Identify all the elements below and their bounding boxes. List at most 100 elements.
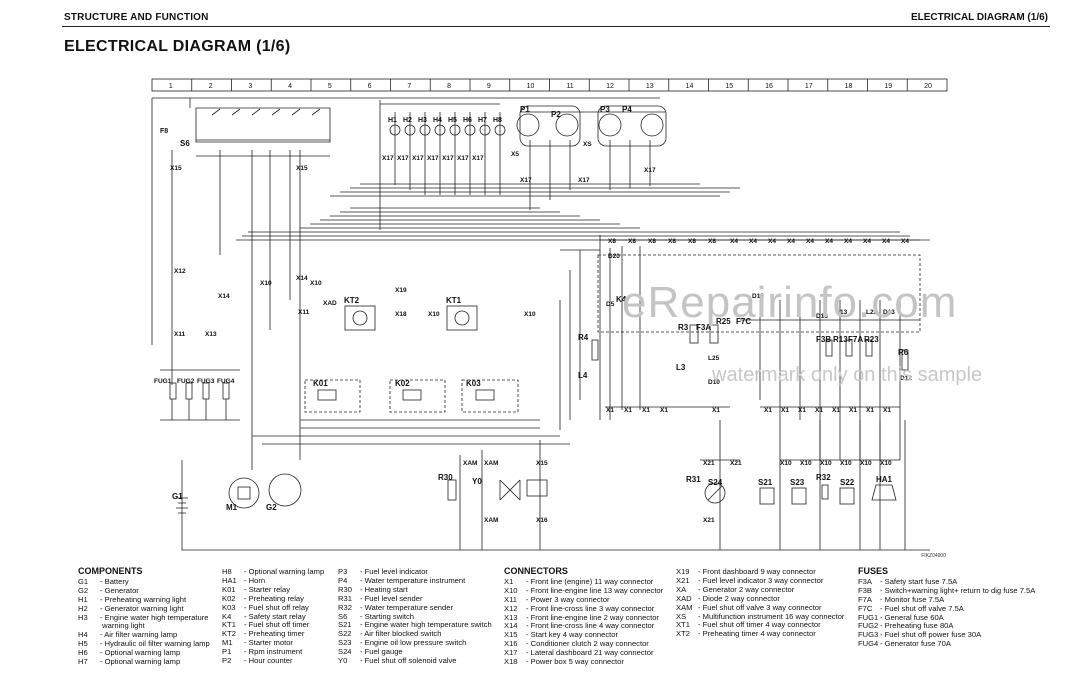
- component-code: M1: [222, 638, 233, 648]
- label-fug2: FUG2: [177, 378, 195, 385]
- connector-code: X12: [504, 603, 518, 613]
- label-k01: K01: [313, 379, 328, 388]
- label-xam-c: XAM: [484, 517, 498, 524]
- component-entry: H6- Optional warning lamp: [78, 648, 210, 658]
- label-p4: P4: [622, 105, 632, 114]
- label-r6: R6: [898, 348, 909, 357]
- connector-entry: X18- Power box 5 way connector: [504, 657, 663, 667]
- label-k02: K02: [395, 379, 410, 388]
- fuse-code: F3A: [858, 576, 872, 586]
- component-code: K01: [222, 584, 236, 594]
- label-x1: X1: [883, 407, 891, 414]
- connector-code: X17: [504, 648, 518, 658]
- component-code: S22: [338, 629, 352, 639]
- component-entry: P2- Hour counter: [222, 656, 324, 666]
- connector-description: - Fuel shut off valve 3 way connector: [698, 602, 822, 612]
- component-description: - Hydraulic oil filter warning lamp: [100, 639, 210, 649]
- label-x4: X4: [768, 238, 776, 245]
- label-x13: X13: [205, 331, 217, 338]
- fuse-code: FUG2: [858, 621, 879, 631]
- component-code: K03: [222, 602, 236, 612]
- component-description: - Engine water high temperature switch: [360, 620, 492, 630]
- fuse-entry: FUG3- Fuel shut off power fuse 30A: [858, 630, 1035, 640]
- label-x17: X17: [472, 155, 484, 162]
- label-x10: X10: [820, 460, 832, 467]
- label-fug4: FUG4: [217, 378, 235, 385]
- connector-code: XS: [676, 611, 687, 621]
- connector-code: XA: [676, 584, 687, 594]
- component-entry: H8- Optional warning lamp: [222, 567, 324, 577]
- component-description: - Water temperature sender: [360, 602, 453, 612]
- component-description: - Battery: [100, 576, 129, 586]
- grid-number: 20: [924, 83, 932, 90]
- label-r13: R13: [833, 335, 848, 344]
- component-entry: S23- Engine oil low pressure switch: [338, 638, 492, 648]
- connector-entry: XA- Generator 2 way connector: [676, 584, 844, 595]
- label-x8: X8: [668, 238, 676, 245]
- label-x10-c: X10: [428, 311, 440, 318]
- label-d13: D13: [883, 309, 895, 316]
- component-entry: P1- Rpm instrument: [222, 647, 324, 657]
- label-x17-a: X17: [520, 177, 532, 184]
- component-entry: H5- Hydraulic oil filter warning lamp: [78, 639, 210, 649]
- label-x14-mid: X14: [296, 275, 308, 282]
- label-x16: X16: [536, 517, 548, 524]
- label-x10: X10: [880, 460, 892, 467]
- label-h7: H7: [478, 117, 487, 124]
- connector-entry: X1- Front line (engine) 11 way connector: [504, 576, 663, 587]
- grid-number: 4: [288, 83, 292, 90]
- fuse-code: F7A: [858, 594, 872, 604]
- label-x1: X1: [781, 407, 789, 414]
- grid-number: 19: [884, 83, 892, 90]
- component-entry: warning light: [78, 621, 210, 631]
- component-description: - Horn: [244, 575, 266, 585]
- connectors-legend: CONNECTORS X1- Front line (engine) 11 wa…: [504, 567, 663, 667]
- grid-number: 15: [725, 83, 733, 90]
- label-x12: X12: [174, 268, 186, 275]
- component-code: H1: [78, 594, 88, 604]
- fuse-code: F3B: [858, 585, 872, 595]
- label-xs: XS: [583, 141, 592, 148]
- label-x10-a: X10: [260, 280, 272, 287]
- component-entry: R32- Water temperature sender: [338, 602, 492, 613]
- connector-description: - Preheating timer 4 way connector: [698, 629, 816, 639]
- fuse-entry: F7C- Fuel shut off valve 7.5A: [858, 604, 1035, 614]
- connector-code: X1: [504, 576, 514, 586]
- component-code: P2: [222, 656, 232, 666]
- label-r32: R32: [816, 473, 831, 482]
- label-x15-mid: X15: [296, 165, 308, 172]
- label-x8: X8: [648, 238, 656, 245]
- component-code: S24: [338, 647, 352, 657]
- component-entry: R30- Heating start: [338, 585, 492, 595]
- label-r30: R30: [438, 473, 453, 482]
- grid-number: 18: [845, 83, 853, 90]
- component-description: - Fuel shut off relay: [244, 602, 309, 612]
- label-kt1: KT1: [446, 296, 462, 305]
- component-description: - Preheating timer: [244, 629, 305, 639]
- label-x1: X1: [849, 407, 857, 414]
- connector-entry: X13- Front line-engine line 2 way connec…: [504, 612, 663, 623]
- fuse-description: - Preheating fuse 80A: [880, 621, 954, 631]
- label-x11-left: X11: [174, 331, 186, 338]
- component-entry: H4- Air filter warning lamp: [78, 630, 210, 640]
- label-x8: X8: [688, 238, 696, 245]
- fuse-code: FUG3: [858, 630, 879, 640]
- component-code: K4: [222, 611, 232, 621]
- component-code: H3: [78, 612, 88, 622]
- label-x1: X1: [815, 407, 823, 414]
- label-x8: X8: [608, 238, 616, 245]
- grid-number: 17: [805, 83, 813, 90]
- label-x10: X10: [780, 460, 792, 467]
- component-description: - Optional warning lamp: [100, 657, 181, 667]
- label-g1: G1: [172, 492, 183, 501]
- component-code: P3: [338, 567, 348, 576]
- grid-number: 8: [447, 83, 451, 90]
- label-d10: D10: [708, 379, 720, 386]
- connector-description: - Front line-engine line 2 way connector: [526, 612, 659, 622]
- page-reference: ELECTRICAL DIAGRAM (1/6): [910, 12, 1048, 23]
- component-description: - Engine water high temperature: [100, 612, 209, 622]
- label-s22: S22: [840, 478, 855, 487]
- component-description: - Generator: [100, 585, 139, 595]
